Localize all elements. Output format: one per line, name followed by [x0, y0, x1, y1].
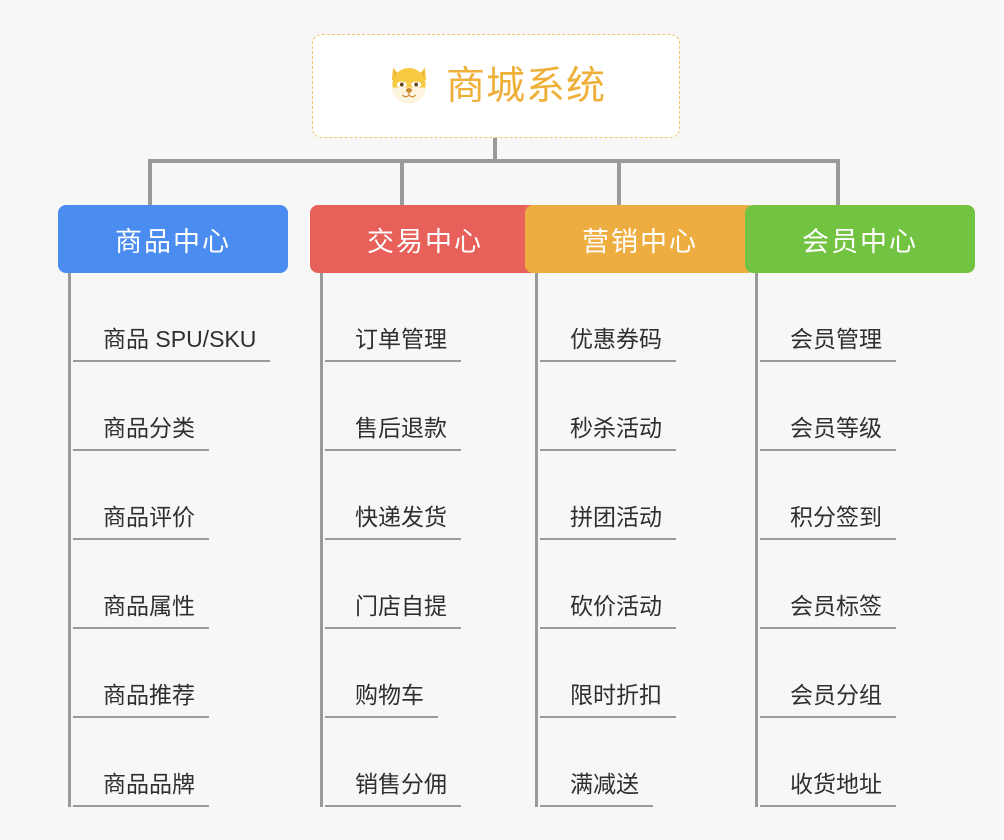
leaf-item[interactable]: 收货地址: [758, 718, 975, 807]
branch-header-1[interactable]: 交易中心: [310, 205, 540, 273]
branch-label-1: 交易中心: [367, 226, 483, 257]
connector-leg-3: [836, 159, 840, 207]
connector-root-drop: [493, 138, 497, 162]
branch-column-3: 会员中心 会员管理 会员等级 积分签到 会员标签 会员分组 收货地址: [745, 205, 975, 807]
branch-header-2[interactable]: 营销中心: [525, 205, 755, 273]
leaf-label: 砍价活动: [540, 592, 676, 629]
leaf-label: 商品推荐: [73, 681, 209, 718]
root-title: 商城系统: [445, 64, 606, 108]
branch-label-2: 营销中心: [582, 226, 698, 257]
connector-leg-0: [148, 159, 152, 207]
leaf-item[interactable]: 秒杀活动: [538, 362, 755, 451]
leaf-item[interactable]: 售后退款: [323, 362, 540, 451]
leaf-label: 门店自提: [325, 592, 461, 629]
leaf-item[interactable]: 门店自提: [323, 540, 540, 629]
leaf-label: 秒杀活动: [540, 414, 676, 451]
leaf-label: 收货地址: [760, 770, 896, 807]
leaf-item[interactable]: 销售分佣: [323, 718, 540, 807]
leaf-item[interactable]: 会员分组: [758, 629, 975, 718]
leaf-item[interactable]: 商品品牌: [71, 718, 288, 807]
leaf-label: 拼团活动: [540, 503, 676, 540]
leaf-label: 商品分类: [73, 414, 209, 451]
leaf-item[interactable]: 购物车: [323, 629, 540, 718]
leaf-label: 购物车: [325, 681, 438, 718]
leaf-label: 优惠券码: [540, 325, 676, 362]
branch-column-0: 商品中心 商品 SPU/SKU 商品分类 商品评价 商品属性 商品推荐 商品品牌: [58, 205, 288, 807]
leaf-item[interactable]: 满减送: [538, 718, 755, 807]
branch-header-3[interactable]: 会员中心: [745, 205, 975, 273]
leaf-label: 订单管理: [325, 325, 461, 362]
leaf-label: 会员标签: [760, 592, 896, 629]
leaf-label: 销售分佣: [325, 770, 461, 807]
leaf-label: 商品品牌: [73, 770, 209, 807]
leaf-item[interactable]: 会员标签: [758, 540, 975, 629]
leaf-label: 会员管理: [760, 325, 896, 362]
leaf-label: 会员分组: [760, 681, 896, 718]
leaf-item[interactable]: 积分签到: [758, 451, 975, 540]
leaf-item[interactable]: 会员等级: [758, 362, 975, 451]
branch-column-2: 营销中心 优惠券码 秒杀活动 拼团活动 砍价活动 限时折扣 满减送: [525, 205, 755, 807]
branch-label-3: 会员中心: [802, 226, 918, 257]
branch-column-1: 交易中心 订单管理 售后退款 快递发货 门店自提 购物车 销售分佣: [310, 205, 540, 807]
leaf-label: 会员等级: [760, 414, 896, 451]
leaf-label: 快递发货: [325, 503, 461, 540]
leaf-item[interactable]: 拼团活动: [538, 451, 755, 540]
leaf-item[interactable]: 会员管理: [758, 273, 975, 362]
connector-leg-1: [400, 159, 404, 207]
branch-leaf-list-1: 订单管理 售后退款 快递发货 门店自提 购物车 销售分佣: [320, 273, 540, 807]
leaf-item[interactable]: 商品分类: [71, 362, 288, 451]
branch-leaf-list-0: 商品 SPU/SKU 商品分类 商品评价 商品属性 商品推荐 商品品牌: [68, 273, 288, 807]
connector-horizontal-bus: [148, 159, 840, 163]
leaf-label: 商品 SPU/SKU: [73, 325, 271, 362]
leaf-label: 满减送: [540, 770, 653, 807]
leaf-item[interactable]: 优惠券码: [538, 273, 755, 362]
leaf-label: 积分签到: [760, 503, 896, 540]
leaf-label: 商品评价: [73, 503, 209, 540]
leaf-item[interactable]: 砍价活动: [538, 540, 755, 629]
root-node[interactable]: 商城系统: [312, 34, 680, 138]
leaf-item[interactable]: 限时折扣: [538, 629, 755, 718]
leaf-label: 商品属性: [73, 592, 209, 629]
branch-header-0[interactable]: 商品中心: [58, 205, 288, 273]
leaf-item[interactable]: 商品推荐: [71, 629, 288, 718]
branch-leaf-list-2: 优惠券码 秒杀活动 拼团活动 砍价活动 限时折扣 满减送: [535, 273, 755, 807]
connector-leg-2: [617, 159, 621, 207]
leaf-label: 售后退款: [325, 414, 461, 451]
leaf-label: 限时折扣: [540, 681, 676, 718]
branch-leaf-list-3: 会员管理 会员等级 积分签到 会员标签 会员分组 收货地址: [755, 273, 975, 807]
leaf-item[interactable]: 商品 SPU/SKU: [71, 273, 288, 362]
leaf-item[interactable]: 商品评价: [71, 451, 288, 540]
leaf-item[interactable]: 快递发货: [323, 451, 540, 540]
shiba-dog-face-icon: [391, 67, 427, 104]
leaf-item[interactable]: 商品属性: [71, 540, 288, 629]
leaf-item[interactable]: 订单管理: [323, 273, 540, 362]
branch-label-0: 商品中心: [115, 226, 231, 257]
